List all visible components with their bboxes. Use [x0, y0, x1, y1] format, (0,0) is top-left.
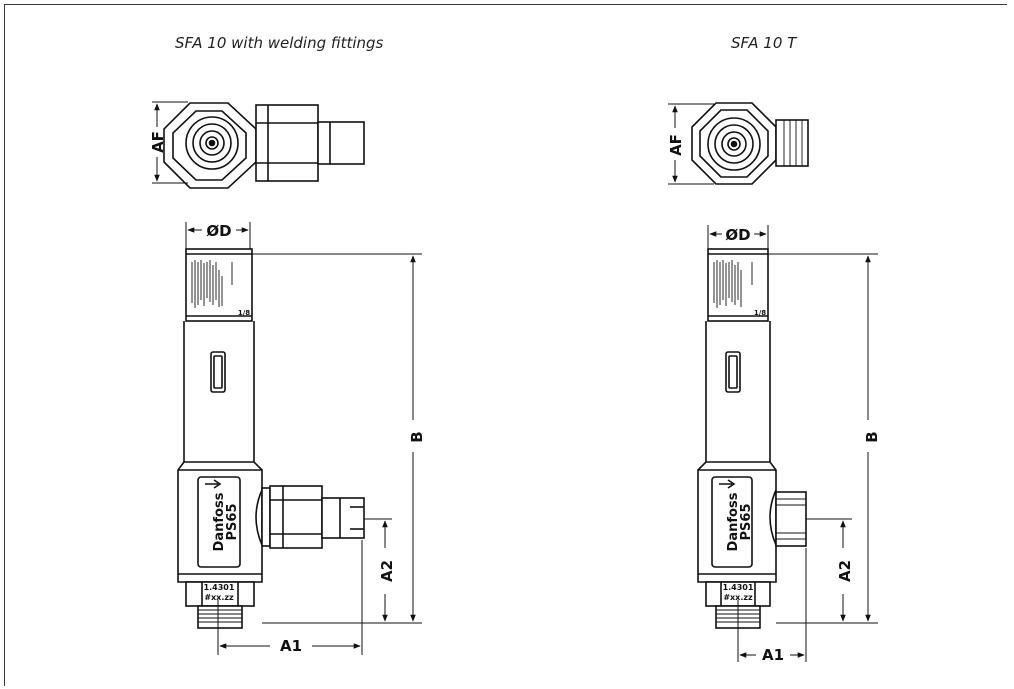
b-dimension-right: B — [768, 253, 881, 624]
caption-right: SFA 10 T — [731, 34, 797, 52]
af-dimension-right: AF — [667, 103, 714, 185]
side-view-right — [697, 248, 807, 629]
af-dimension-left: AF — [149, 101, 188, 184]
side-view-left — [177, 248, 365, 629]
code-text-left: #xx.zz — [204, 593, 234, 602]
b-dimension-left: B — [252, 253, 426, 624]
od-dimension-left: ØD — [185, 222, 251, 249]
a2-dimension-right: A2 — [806, 518, 854, 622]
od-label-right: ØD — [725, 226, 750, 244]
b-label-right: B — [863, 431, 881, 442]
model-text-left: PS65 — [225, 504, 240, 541]
drawing-frame — [4, 4, 1007, 686]
size-text-left: 1/8 — [238, 309, 250, 317]
model-text-right: PS65 — [739, 504, 754, 541]
od-dimension-right: ØD — [707, 225, 769, 249]
caption-left: SFA 10 with welding fittings — [175, 34, 384, 52]
a1-label-right: A1 — [762, 646, 784, 664]
od-label-left: ØD — [206, 222, 231, 240]
a2-label-right: A2 — [836, 560, 854, 582]
a2-dimension-left: A2 — [364, 518, 396, 622]
material-text-left: 1.4301 — [204, 583, 235, 592]
a1-dimension-right: A1 — [737, 548, 807, 664]
brand-text-right: Danfoss — [726, 492, 741, 551]
af-label-left: AF — [149, 131, 167, 153]
a1-label-left: A1 — [280, 637, 302, 655]
size-text-right: 1/8 — [754, 309, 766, 317]
code-text-right: #xx.zz — [723, 593, 753, 602]
brand-text-left: Danfoss — [212, 492, 227, 551]
material-text-right: 1.4301 — [723, 583, 754, 592]
a2-label-left: A2 — [378, 560, 396, 582]
top-view-left — [163, 102, 365, 189]
af-label-right: AF — [667, 134, 685, 156]
b-label-left: B — [408, 431, 426, 442]
top-view-right — [691, 102, 809, 185]
a1-dimension-left: A1 — [217, 540, 363, 655]
